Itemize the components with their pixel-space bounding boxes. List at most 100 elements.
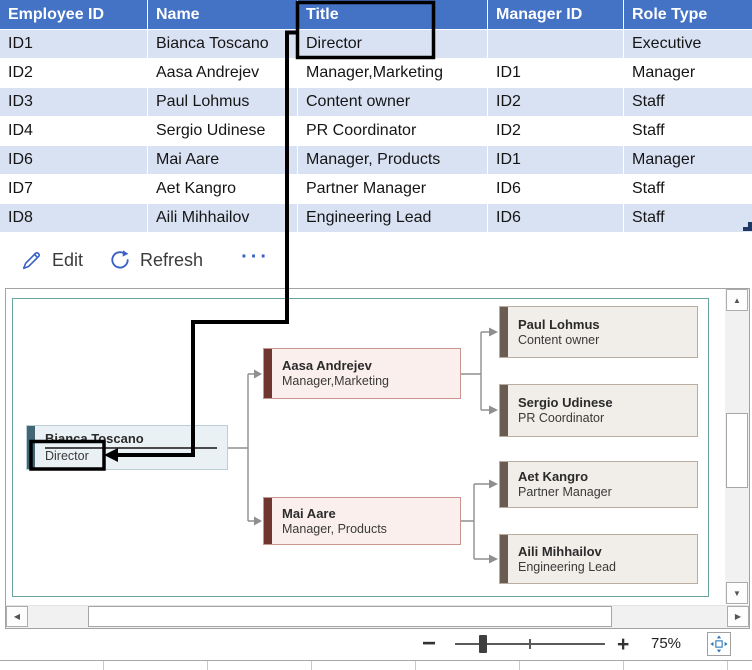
scroll-up-button[interactable]: ▲ (726, 289, 748, 311)
zoom-out-button[interactable]: − (422, 630, 437, 657)
table-cell[interactable]: ID6 (488, 203, 624, 232)
table-cell[interactable]: Paul Lohmus (148, 87, 298, 116)
edit-button[interactable]: Edit (18, 245, 85, 276)
command-bar: Edit Refresh ··· (0, 232, 752, 288)
table-cell[interactable]: ID2 (488, 87, 624, 116)
node-title: Content owner (518, 332, 600, 347)
fit-to-window-button[interactable] (707, 632, 731, 656)
table-cell[interactable]: Manager (624, 145, 752, 174)
table-cell[interactable]: ID1 (488, 145, 624, 174)
arrow-down-icon: ▼ (733, 588, 741, 598)
org-node-mai-aare[interactable]: Mai Aare Manager, Products (263, 497, 461, 545)
vertical-scroll-thumb[interactable] (726, 413, 748, 488)
table-cell[interactable]: Staff (624, 116, 752, 145)
org-node-aili-mihhailov[interactable]: Aili Mihhailov Engineering Lead (499, 534, 698, 584)
table-cell[interactable]: Bianca Toscano (148, 29, 298, 58)
node-title: Manager,Marketing (282, 374, 390, 388)
table-cell[interactable]: ID8 (0, 203, 148, 232)
diagram-canvas[interactable]: Bianca Toscano Director Aasa Andrejev Ma… (6, 289, 725, 605)
arrow-right-icon: ▶ (734, 612, 742, 621)
scroll-down-button[interactable]: ▼ (726, 582, 748, 604)
org-node-bianca-toscano[interactable]: Bianca Toscano Director (26, 425, 228, 470)
node-accent-bar (500, 462, 508, 507)
node-accent-bar (264, 498, 272, 544)
arrow-up-icon: ▲ (733, 295, 741, 305)
column-header-name[interactable]: Name (148, 0, 298, 29)
table-cell[interactable]: Director (298, 29, 488, 58)
table-cell[interactable]: Staff (624, 87, 752, 116)
table-cell[interactable]: ID2 (488, 116, 624, 145)
table-cell[interactable]: Manager (624, 58, 752, 87)
node-name: Aasa Andrejev (282, 358, 372, 373)
table-row: ID6 Mai Aare Manager, Products ID1 Manag… (0, 145, 752, 174)
node-name: Aet Kangro (518, 469, 589, 484)
node-accent-bar (500, 307, 508, 357)
table-cell[interactable]: ID7 (0, 174, 148, 203)
more-options-button[interactable]: ··· (239, 246, 272, 272)
diagram-page-border (12, 298, 709, 597)
column-header-role-type[interactable]: Role Type (632, 5, 708, 23)
horizontal-scroll-thumb[interactable] (88, 606, 612, 627)
table-header-row: Employee ID Name Title Manager ID Role T… (0, 0, 752, 29)
node-name: Paul Lohmus (518, 316, 600, 332)
ellipsis-icon: ··· (241, 246, 271, 268)
node-accent-bar (27, 426, 35, 469)
table-cell[interactable]: Staff (624, 203, 752, 232)
node-accent-bar (264, 349, 272, 398)
table-cell[interactable]: ID1 (488, 58, 624, 87)
org-node-sergio-udinese[interactable]: Sergio Udinese PR Coordinator (499, 384, 698, 437)
zoom-level-label[interactable]: 75% (651, 635, 682, 652)
horizontal-scrollbar[interactable]: ◀ ▶ (6, 605, 749, 628)
org-node-paul-lohmus[interactable]: Paul Lohmus Content owner (499, 306, 698, 358)
table-cell[interactable]: ID6 (0, 145, 148, 174)
table-cell[interactable]: Aasa Andrejev (148, 58, 298, 87)
table-cell[interactable]: Executive (624, 29, 752, 58)
zoom-in-button[interactable]: + (617, 633, 630, 656)
table-cell[interactable]: Staff (624, 174, 752, 203)
table-cell[interactable] (488, 29, 624, 58)
worksheet-grid-row (0, 660, 752, 670)
arrow-left-icon: ◀ (13, 612, 21, 621)
node-title: Engineering Lead (518, 559, 616, 574)
table-cell[interactable]: Aili Mihhailov (148, 203, 298, 232)
table-cell[interactable]: Aet Kangro (148, 174, 298, 203)
table-cell[interactable]: ID4 (0, 116, 148, 145)
pencil-icon (20, 249, 43, 272)
org-node-aasa-andrejev[interactable]: Aasa Andrejev Manager,Marketing (263, 348, 461, 399)
table-cell[interactable]: ID2 (0, 58, 148, 87)
vertical-scrollbar[interactable]: ▲ ▼ (725, 289, 749, 604)
node-accent-bar (500, 535, 508, 583)
table-row: ID4 Sergio Udinese PR Coordinator ID2 St… (0, 116, 752, 145)
table-cell[interactable]: ID3 (0, 87, 148, 116)
table-cell[interactable]: PR Coordinator (298, 116, 488, 145)
zoom-slider-thumb[interactable] (479, 635, 487, 653)
node-name: Bianca Toscano (45, 431, 217, 449)
scroll-right-button[interactable]: ▶ (727, 606, 749, 627)
table-cell[interactable]: Engineering Lead (298, 203, 488, 232)
edit-button-label: Edit (52, 249, 84, 270)
org-node-aet-kangro[interactable]: Aet Kangro Partner Manager (499, 461, 698, 508)
node-title: PR Coordinator (518, 411, 605, 425)
table-cell[interactable]: ID1 (0, 29, 148, 58)
table-cell[interactable]: Mai Aare (148, 145, 298, 174)
table-row: ID2 Aasa Andrejev Manager,Marketing ID1 … (0, 58, 752, 87)
scroll-left-button[interactable]: ◀ (6, 606, 28, 627)
diagram-viewer: Bianca Toscano Director Aasa Andrejev Ma… (5, 288, 750, 629)
table-row: ID7 Aet Kangro Partner Manager ID6 Staff (0, 174, 752, 203)
node-title: Manager, Products (282, 521, 387, 536)
table-cell[interactable]: Manager,Marketing (298, 58, 488, 87)
column-header-title[interactable]: Title (298, 0, 488, 29)
table-cell[interactable]: ID6 (488, 174, 624, 203)
node-name: Aili Mihhailov (518, 543, 602, 559)
node-name: Mai Aare (282, 505, 336, 521)
refresh-button[interactable]: Refresh (107, 245, 205, 275)
table-cell[interactable]: Sergio Udinese (148, 116, 298, 145)
table-cell[interactable]: Content owner (298, 87, 488, 116)
table-cell[interactable]: Partner Manager (298, 174, 488, 203)
fit-page-icon (710, 635, 728, 653)
zoom-slider-center-tick (529, 639, 531, 649)
column-header-manager-id[interactable]: Manager ID (488, 0, 624, 29)
table-row: ID8 Aili Mihhailov Engineering Lead ID6 … (0, 203, 752, 232)
table-cell[interactable]: Manager, Products (298, 145, 488, 174)
column-header-employee-id[interactable]: Employee ID (0, 0, 148, 29)
